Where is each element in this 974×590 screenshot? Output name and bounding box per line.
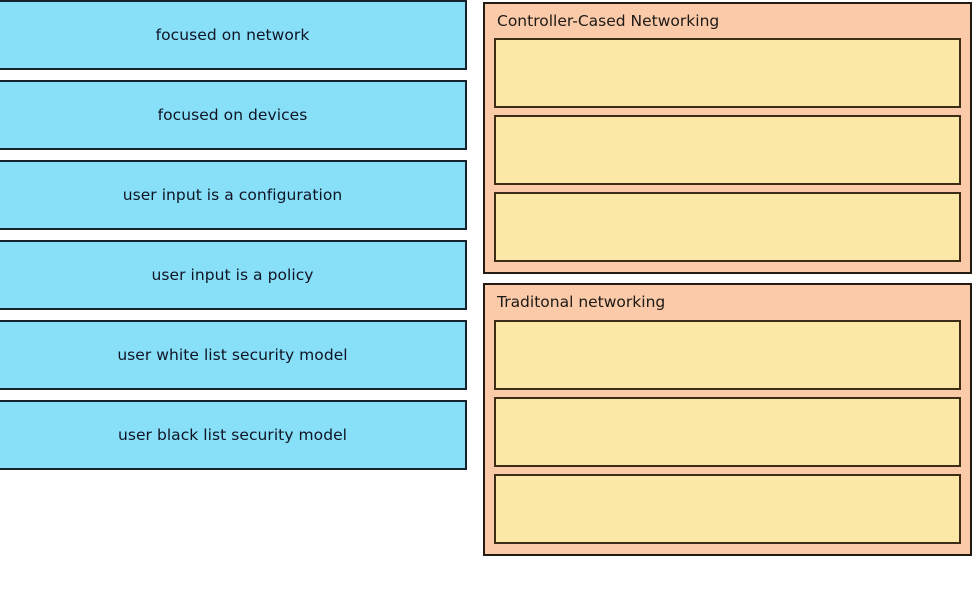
drag-tile-user-input-is-a-configuration[interactable]: user input is a configuration [0, 160, 467, 230]
answer-choice-list: focused on network focused on devices us… [0, 0, 467, 480]
drop-slot[interactable] [494, 192, 961, 263]
drop-slot[interactable] [494, 473, 961, 544]
drag-tile-user-black-list-security-model[interactable]: user black list security model [0, 400, 467, 470]
drop-panel-title: Traditonal networking [497, 293, 666, 312]
drag-tile-label: user white list security model [117, 345, 348, 364]
drag-tile-user-white-list-security-model[interactable]: user white list security model [0, 320, 467, 390]
drop-slot[interactable] [494, 38, 961, 109]
drag-tile-label: focused on devices [157, 105, 308, 124]
drop-slot[interactable] [494, 319, 961, 390]
drag-tile-label: user input is a policy [151, 265, 314, 284]
drop-panel-controller-based-networking: Controller-Cased Networking [483, 2, 972, 275]
drop-slot[interactable] [494, 115, 961, 186]
drag-tile-focused-on-devices[interactable]: focused on devices [0, 80, 467, 150]
drag-tile-label: user black list security model [117, 425, 348, 444]
drop-panel-traditional-networking: Traditonal networking [483, 283, 972, 556]
drag-tile-label: focused on network [155, 25, 310, 44]
drop-slot[interactable] [494, 396, 961, 467]
drag-tile-label: user input is a configuration [122, 185, 343, 204]
drag-tile-user-input-is-a-policy[interactable]: user input is a policy [0, 240, 467, 310]
drop-panel-title: Controller-Cased Networking [497, 12, 720, 30]
drag-tile-focused-on-network[interactable]: focused on network [0, 0, 467, 70]
drop-target-list: Controller-Cased Networking Traditonal n… [483, 2, 972, 565]
